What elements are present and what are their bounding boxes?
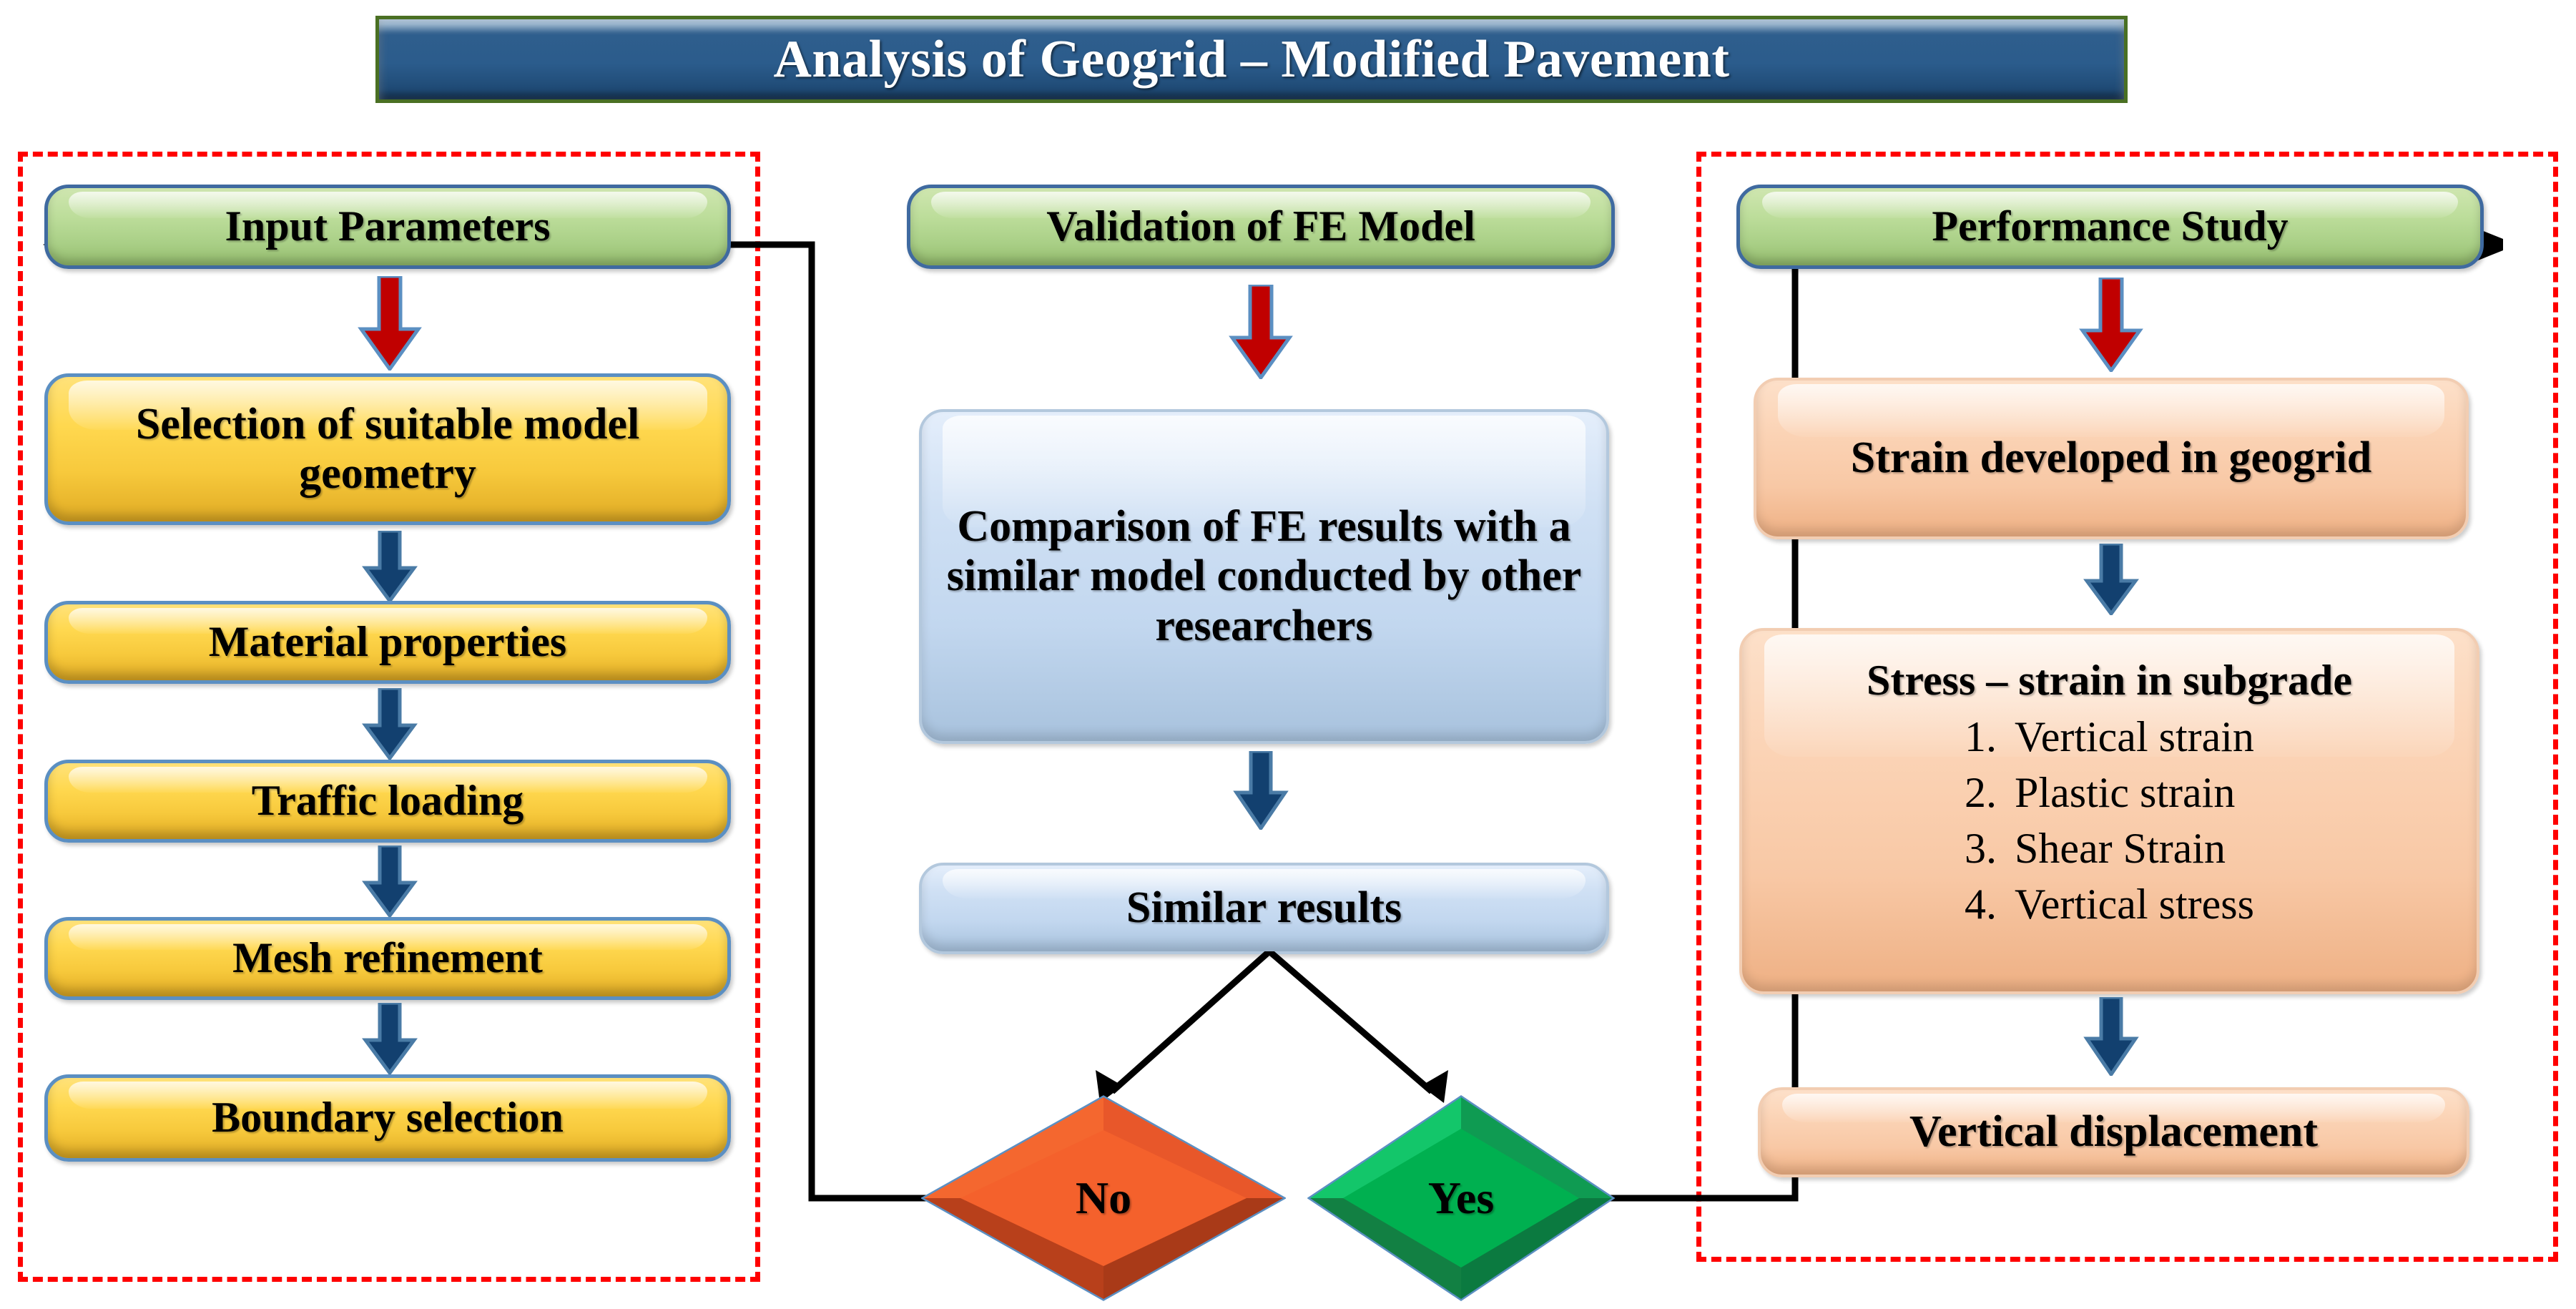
stress-strain-item-list: 1. Vertical strain 2. Plastic strain 3. … (1965, 709, 2254, 932)
performance-study-group-frame (1696, 152, 2558, 1262)
arrow-blue-strain-to-stress-strain (2083, 544, 2139, 615)
list-item-text: Vertical strain (2015, 713, 2254, 761)
arrow-blue-comparison-to-similar-results (1233, 751, 1289, 830)
node-selection-of-suitable-model-geometry[interactable]: Selection of suitable model geometry (44, 373, 731, 525)
connector-no-to-input-parameters (43, 222, 926, 1202)
node-similar-results[interactable]: Similar results (919, 863, 1609, 954)
decision-yes-shape (1307, 1094, 1616, 1302)
node-label: Comparison of FE results with a similar … (946, 501, 1582, 650)
node-label: Performance Study (1932, 202, 2289, 250)
node-label: Strain developed in geogrid (1850, 433, 2372, 483)
branch-arrows-similar-results (1096, 951, 1448, 1103)
node-label: Validation of FE Model (1046, 202, 1475, 250)
node-gloss (1777, 384, 2445, 438)
arrow-blue-selection-to-material (362, 531, 418, 602)
list-item: 4. Vertical stress (1965, 876, 2254, 932)
arrow-blue-material-to-traffic (362, 688, 418, 760)
decision-no-shape (920, 1095, 1287, 1301)
list-item: 1. Vertical strain (1965, 709, 2254, 765)
node-stress-strain-in-subgrade[interactable]: Stress – strain in subgrade 1. Vertical … (1739, 628, 2479, 994)
page-title: Analysis of Geogrid – Modified Pavement (773, 29, 1730, 89)
node-material-properties[interactable]: Material properties (44, 601, 731, 684)
list-item: 2. Plastic strain (1965, 765, 2254, 820)
node-label: Material properties (208, 618, 567, 666)
arrow-blue-mesh-to-boundary (362, 1003, 418, 1074)
list-item: 3. Shear Strain (1965, 820, 2254, 876)
list-item-text: Shear Strain (2015, 825, 2226, 873)
arrow-red-validation-to-comparison (1229, 285, 1293, 379)
node-boundary-selection[interactable]: Boundary selection (44, 1074, 731, 1162)
arrow-red-performance-to-strain (2079, 278, 2143, 372)
node-performance-study[interactable]: Performance Study (1736, 185, 2484, 269)
node-label: Selection of suitable model geometry (135, 399, 640, 498)
node-input-parameters[interactable]: Input Parameters (44, 185, 731, 269)
input-parameters-group-frame (18, 152, 760, 1282)
node-label: Input Parameters (225, 202, 551, 250)
list-item-number: 2. (1965, 769, 1997, 817)
list-item-number: 1. (1965, 713, 1997, 761)
decision-no[interactable]: No (920, 1094, 1287, 1302)
node-strain-developed-in-geogrid[interactable]: Strain developed in geogrid (1754, 378, 2469, 539)
decision-yes[interactable]: Yes (1307, 1094, 1616, 1302)
node-label: Boundary selection (212, 1094, 564, 1142)
node-comparison-of-fe-results[interactable]: Comparison of FE results with a similar … (919, 409, 1609, 744)
arrow-red-input-to-selection (358, 276, 422, 371)
diagram-title-banner: Analysis of Geogrid – Modified Pavement (375, 16, 2128, 103)
node-label: Traffic loading (251, 777, 524, 825)
node-label: Mesh refinement (232, 934, 543, 982)
arrow-blue-stress-strain-to-vertical-displacement (2083, 997, 2139, 1076)
node-mesh-refinement[interactable]: Mesh refinement (44, 917, 731, 1000)
node-label: Vertical displacement (1909, 1107, 2319, 1157)
list-item-text: Vertical stress (2015, 881, 2254, 928)
list-item-number: 4. (1965, 881, 1997, 928)
list-item-number: 3. (1965, 825, 1997, 873)
node-label: Similar results (1126, 883, 1402, 933)
node-validation-of-fe-model[interactable]: Validation of FE Model (907, 185, 1615, 269)
node-label: Stress – strain in subgrade (1867, 657, 2352, 704)
node-vertical-displacement[interactable]: Vertical displacement (1758, 1087, 2469, 1177)
arrow-blue-traffic-to-mesh (362, 845, 418, 917)
node-traffic-loading[interactable]: Traffic loading (44, 760, 731, 843)
list-item-text: Plastic strain (2015, 769, 2236, 817)
